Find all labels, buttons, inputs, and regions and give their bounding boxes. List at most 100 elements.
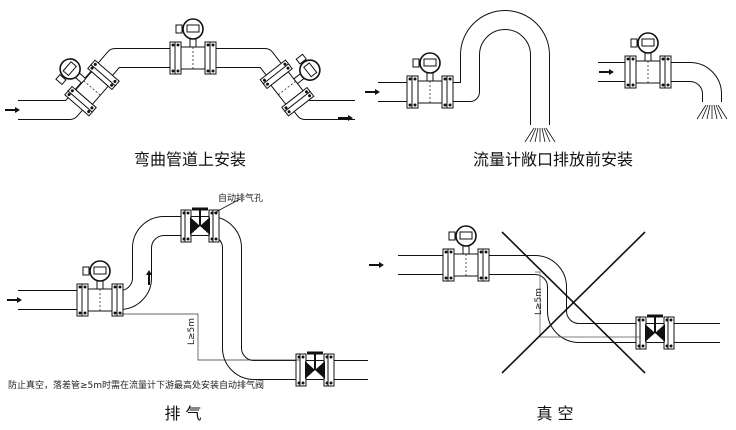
bolt [78, 285, 82, 289]
flange [327, 353, 335, 387]
arrow-head [15, 107, 20, 113]
bolt [262, 78, 266, 82]
flange [81, 283, 89, 317]
bolt [206, 69, 210, 73]
bolt [626, 57, 630, 61]
cross-mark-line [501, 231, 646, 374]
bolt [83, 285, 87, 289]
meter-body [635, 60, 661, 84]
bolt [661, 57, 665, 61]
display-icon [62, 61, 78, 77]
bolt [113, 285, 117, 289]
bolt [113, 79, 117, 83]
bolt [110, 83, 114, 87]
spray-line [541, 127, 546, 143]
bolt [631, 57, 635, 61]
bolt [171, 43, 175, 47]
bolt [443, 77, 447, 81]
dimension-label-exhaust: L≥5m [187, 318, 197, 345]
bolt [176, 69, 180, 73]
bolt [661, 83, 665, 87]
bolt [287, 110, 291, 114]
flow-arrow-icon [338, 115, 353, 121]
bolt [283, 62, 287, 66]
spray-line [524, 127, 535, 143]
bolt [484, 250, 488, 254]
cable-gland [295, 53, 307, 65]
bolt [301, 355, 305, 359]
spray-line [706, 104, 711, 120]
flow-arrow-icon [365, 89, 380, 95]
bolt [408, 77, 412, 81]
bolt [83, 311, 87, 315]
arrow-head [609, 69, 614, 75]
flange [629, 55, 637, 89]
bolt [641, 344, 645, 348]
cable-gland [448, 231, 456, 241]
meter-body [417, 80, 443, 104]
bolt [118, 285, 122, 289]
bolt [211, 43, 215, 47]
spray-line [543, 127, 551, 143]
cable-gland [175, 24, 183, 34]
pipes [18, 10, 722, 380]
flange [667, 316, 675, 350]
discharge-spray [696, 104, 728, 120]
arrow-head [17, 297, 22, 303]
bolt [448, 77, 452, 81]
bolt [93, 62, 97, 66]
bolt [176, 43, 180, 47]
spray-line [701, 104, 709, 120]
spray-line [713, 104, 718, 120]
bolt [87, 110, 91, 114]
bolt [186, 237, 190, 241]
arrow-head [379, 262, 384, 268]
display-icon [459, 231, 473, 240]
bolt [329, 381, 333, 385]
cable-gland [630, 38, 638, 48]
spray-line [545, 127, 556, 143]
vent-leader-line [213, 198, 241, 214]
bolt [669, 318, 673, 322]
flange [446, 75, 454, 109]
flowmeter [442, 225, 490, 282]
bolt [413, 103, 417, 107]
bolt [78, 311, 82, 315]
bolt [70, 89, 74, 93]
flow-arrow-icon [5, 107, 20, 113]
bolt [443, 103, 447, 107]
bolt [214, 237, 218, 241]
bolt [301, 381, 305, 385]
dimension-line-exhaust [120, 313, 300, 361]
bolt [266, 82, 270, 86]
flange [209, 41, 217, 75]
arrow-head [146, 270, 152, 275]
bolt [479, 276, 483, 280]
bolt [413, 77, 417, 81]
bolt [448, 103, 452, 107]
caption-vacuum: 真 空 [536, 404, 573, 423]
spray-line [696, 104, 707, 120]
flowmeter [169, 18, 217, 75]
cable-gland [412, 58, 420, 68]
flowmeter [76, 260, 124, 317]
bolt [286, 66, 290, 70]
display-icon [303, 62, 318, 78]
dimension-line-vacuum [535, 271, 640, 338]
bolt [206, 43, 210, 47]
bolt [631, 83, 635, 87]
discharge-spray [524, 127, 556, 143]
bolt [641, 318, 645, 322]
flange [284, 90, 315, 117]
display-icon [423, 58, 437, 67]
flow-arrow-icon [369, 262, 384, 268]
bolt [666, 57, 670, 61]
spray-line [715, 104, 723, 120]
flange [664, 55, 672, 89]
spray-line [717, 104, 728, 120]
flowmeter [259, 53, 321, 117]
bolt [669, 344, 673, 348]
bolt [304, 90, 308, 94]
